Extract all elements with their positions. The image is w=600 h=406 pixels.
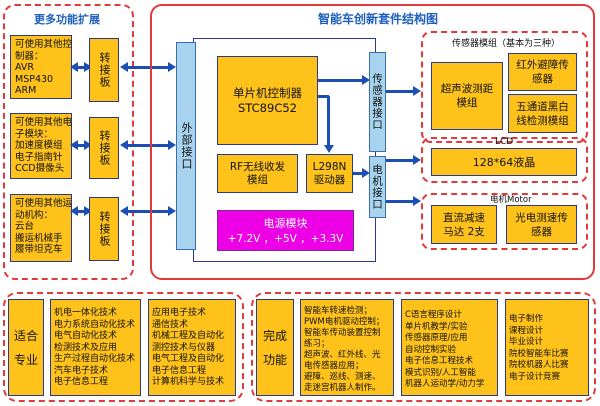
motor-interface: 电机接口 bbox=[369, 156, 386, 218]
lcd-title: LCD bbox=[495, 137, 514, 147]
arrow-sensor-group bbox=[386, 86, 421, 96]
functions-panel bbox=[251, 292, 596, 402]
functions-col3-text: 电子制作 课程设计 毕业设计 院校智能车比赛 院校机器人比赛 电子设计竞赛 bbox=[509, 314, 569, 382]
lcd-panel bbox=[421, 137, 588, 183]
infrared-label: 红外避障传 感器 bbox=[516, 59, 569, 85]
majors-col1-box: 机电一体化技术 电力系统自动化技术 电气自动化技术 检测技术及应用 生产过程自动… bbox=[50, 299, 141, 396]
functions-col1-text: 智能车转速检测； PWM电机驱动控制； 智能车传动装置控制 练习； 超声波、红外… bbox=[304, 306, 385, 393]
line-tracking-box: 五通道黑白 线检测模组 bbox=[508, 94, 577, 133]
functions-col2-box: C语言程序设计 单片机教学/实验 传感器原理/应用 自动控制实验 电子信息工程技… bbox=[401, 299, 498, 396]
motor-panel bbox=[421, 193, 588, 250]
power-module-box: 电源模块 +7.2V ，+5V ，+3.3V bbox=[217, 210, 354, 251]
motor-interface-label: 电机接口 bbox=[371, 164, 383, 210]
infrared-box: 红外避障传 感器 bbox=[508, 53, 577, 91]
dc-motor-label: 直流减速 马达 2支 bbox=[443, 211, 485, 238]
more-functions-panel bbox=[3, 4, 134, 280]
dc-motor-box: 直流减速 马达 2支 bbox=[431, 205, 497, 244]
speed-sensor-label: 光电测速传 感器 bbox=[515, 211, 568, 238]
arrow-module-adapter bbox=[70, 140, 92, 150]
adapter-board-3: 转接板 bbox=[89, 197, 119, 261]
external-interface: 外部接口 bbox=[176, 42, 196, 250]
majors-col2-box: 应用电子技术 通信技术 机械工程及自动化 测控技术与仪器 电气工程及自动化 电子… bbox=[148, 299, 236, 396]
ultrasonic-box: 超声波测距 模组 bbox=[431, 62, 503, 130]
lcd-display-box: 128*64液晶 bbox=[431, 148, 577, 176]
arrow-adapter1-interface bbox=[120, 62, 176, 72]
functions-col2-text: C语言程序设计 单片机教学/实验 传感器原理/应用 自动控制实验 电子信息工程技… bbox=[405, 310, 485, 389]
motor-title: 电机Motor bbox=[490, 195, 532, 205]
l298n-label: L298N 驱动器 bbox=[312, 160, 347, 186]
functions-col3-box: 电子制作 课程设计 毕业设计 院校智能车比赛 院校机器人比赛 电子设计竞赛 bbox=[505, 299, 589, 396]
arrow-controller-adapter bbox=[70, 62, 92, 72]
majors-label-box: 适合 专业 bbox=[8, 299, 44, 396]
sensor-interface: 传感器接口 bbox=[369, 52, 386, 152]
arrow-mcu-l298n bbox=[323, 96, 334, 153]
adapter-board-2-label: 转接板 bbox=[98, 130, 111, 166]
arrow-mcu-sensor bbox=[318, 75, 370, 85]
mcu-label: 单片机控制器 STC89C52 bbox=[233, 85, 302, 115]
controller-options-box: 可使用其他控 制器： AVR MSP430 ARM bbox=[10, 35, 72, 99]
power-module-values: +7.2V ，+5V ，+3.3V bbox=[227, 233, 344, 245]
functions-col1-box: 智能车转速检测； PWM电机驱动控制； 智能车传动装置控制 练习； 超声波、红外… bbox=[300, 299, 394, 396]
sensor-group-title: 传感器模组（基本为三种） bbox=[452, 39, 561, 49]
adapter-board-1: 转接板 bbox=[89, 38, 119, 102]
mcu-box: 单片机控制器 STC89C52 bbox=[217, 56, 318, 145]
arrow-mechanism-adapter bbox=[70, 206, 92, 216]
arrow-adapter3-interface bbox=[120, 206, 176, 216]
module-options-box: 可使用其他电 子模块： 加速度模组 电子指南针 CCD摄像头 bbox=[10, 113, 72, 179]
external-interface-label: 外部接口 bbox=[180, 122, 193, 170]
majors-col2-text: 应用电子技术 通信技术 机械工程及自动化 测控技术与仪器 电气工程及自动化 电子… bbox=[152, 308, 225, 387]
arrow-adapter2-interface bbox=[120, 140, 176, 150]
module-options-text: 可使用其他电 子模块： 加速度模组 电子指南针 CCD摄像头 bbox=[15, 117, 73, 174]
majors-col1-text: 机电一体化技术 电力系统自动化技术 电气自动化技术 检测技术及应用 生产过程自动… bbox=[54, 308, 136, 387]
rf-module-box: RF无线收发 模组 bbox=[217, 154, 298, 193]
line-tracking-label: 五通道黑白 线检测模组 bbox=[516, 100, 569, 127]
mechanism-options-text: 可使用其他运 动机构： 云台 搬运机械手 履带坦克车 bbox=[15, 198, 73, 255]
adapter-board-3-label: 转接板 bbox=[98, 211, 111, 247]
adapter-board-2: 转接板 bbox=[89, 117, 119, 179]
lcd-display-label: 128*64液晶 bbox=[472, 156, 536, 169]
majors-panel bbox=[3, 292, 244, 402]
main-kit-title: 智能车创新套件结构图 bbox=[318, 12, 439, 26]
arrow-l298n-motor bbox=[353, 168, 370, 178]
majors-label: 适合 专业 bbox=[13, 328, 38, 367]
more-functions-title: 更多功能扩展 bbox=[34, 13, 100, 26]
main-kit-panel bbox=[150, 4, 595, 280]
adapter-board-1-label: 转接板 bbox=[98, 52, 111, 88]
arrow-lcd bbox=[386, 155, 421, 165]
speed-sensor-box: 光电测速传 感器 bbox=[506, 205, 577, 244]
functions-label-box: 完成 功能 bbox=[256, 299, 294, 396]
l298n-box: L298N 驱动器 bbox=[306, 154, 353, 193]
sensor-interface-label: 传感器接口 bbox=[371, 73, 383, 131]
mechanism-options-box: 可使用其他运 动机构： 云台 搬运机械手 履带坦克车 bbox=[10, 194, 72, 262]
power-module-title: 电源模块 bbox=[263, 217, 308, 230]
connector-mcu-l298n bbox=[318, 95, 329, 98]
sensor-group-panel bbox=[421, 31, 588, 143]
controller-options-text: 可使用其他控 制器： AVR MSP430 ARM bbox=[15, 39, 73, 96]
functions-label: 完成 功能 bbox=[262, 328, 287, 367]
rf-module-label: RF无线收发 模组 bbox=[229, 160, 286, 186]
arrow-motor bbox=[386, 196, 421, 206]
ultrasonic-label: 超声波测距 模组 bbox=[440, 83, 494, 109]
